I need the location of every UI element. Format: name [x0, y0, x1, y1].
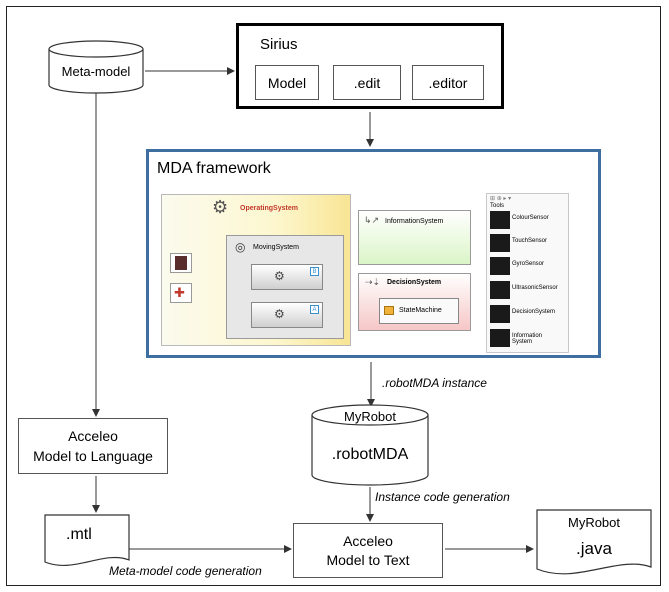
metamodel-code-generation-label: Meta-model code generation	[109, 564, 262, 578]
decision-system-label: DecisionSystem	[387, 279, 442, 286]
document-shape	[44, 514, 130, 567]
sirius-model-box: Model	[255, 65, 319, 100]
sirius-editor-box: .editor	[412, 65, 484, 100]
mtl-document: .mtl	[44, 514, 130, 570]
palette-toolbar: ⊞ ⊕ ▸ ▾	[490, 196, 512, 202]
palette-item-label: DecisionSystem	[512, 309, 556, 315]
gyro-sensor-icon	[490, 257, 510, 275]
palette-item-label: TouchSensor	[512, 238, 548, 244]
sirius-edit-label: .edit	[353, 74, 381, 91]
myrobot-file: .robotMDA	[331, 446, 409, 463]
acceleo-text-line2: Model to Text	[326, 552, 410, 568]
document-shape	[536, 509, 652, 575]
palette-item-label: UltrasonicSensor	[512, 285, 558, 291]
palette-item-label: ColourSensor	[512, 215, 549, 221]
ultrasonic-sensor-icon	[490, 281, 510, 299]
information-system-node: ↳↗ InformationSystem	[358, 210, 471, 265]
mda-framework-panel: MDA framework ⚙ OperatingSystem ✚ ◎ Movi…	[146, 149, 601, 358]
sirius-title: Sirius	[260, 36, 298, 53]
moving-system-node: ◎ MovingSystem ⚙ B ⚙ A	[226, 235, 344, 339]
link-icon: ↳↗	[364, 215, 380, 225]
motor-badge-b: B	[310, 267, 319, 276]
palette-header: Tools	[490, 203, 505, 209]
moving-system-label: MovingSystem	[253, 244, 299, 251]
sensor-icon	[175, 256, 187, 270]
wheel-icon: ◎	[235, 240, 246, 254]
motor-icon: ⚙	[274, 269, 285, 283]
branch-icon: ⇢⇣	[365, 277, 381, 287]
palette-item-label: Information System	[512, 333, 543, 345]
acceleo-model-to-language-box: Acceleo Model to Language	[18, 418, 168, 474]
sirius-box: Sirius Model .edit .editor	[236, 23, 504, 109]
metamodel-label: Meta-model	[61, 64, 131, 79]
robotmda-instance-label: .robotMDA instance	[382, 376, 487, 390]
motor-b-node: ⚙ B	[251, 264, 323, 290]
colour-sensor-node	[170, 253, 192, 273]
palette-item-label: GyroSensor	[512, 261, 545, 267]
mtl-label: .mtl	[66, 526, 92, 543]
information-system-label: InformationSystem	[385, 218, 444, 225]
metamodel-cylinder: Meta-model	[48, 40, 144, 94]
acceleo-language-line1: Acceleo	[68, 428, 118, 444]
information-system-icon	[490, 329, 510, 347]
state-machine-label: StateMachine	[399, 307, 442, 314]
myrobot-name: MyRobot	[343, 409, 397, 424]
motor-badge-a: A	[310, 305, 319, 314]
java-document-name: MyRobot	[567, 515, 621, 530]
mda-title: MDA framework	[157, 160, 271, 177]
operating-system-label: OperatingSystem	[240, 205, 298, 212]
touch-sensor-node: ✚	[170, 283, 192, 303]
sirius-edit-box: .edit	[333, 65, 401, 100]
tools-palette: ⊞ ⊕ ▸ ▾ Tools ColourSensor TouchSensor G…	[486, 193, 569, 353]
gears-icon: ⚙	[212, 197, 229, 217]
cylinder-shape	[48, 40, 144, 94]
state-machine-node: StateMachine	[379, 298, 459, 324]
acceleo-language-line2: Model to Language	[33, 448, 153, 464]
java-document-ext: .java	[576, 539, 612, 558]
operating-system-node: ⚙ OperatingSystem ✚ ◎ MovingSystem ⚙ B ⚙…	[161, 194, 351, 346]
touch-sensor-icon	[490, 234, 510, 252]
state-icon	[384, 306, 394, 315]
myrobot-cylinder: MyRobot .robotMDA	[311, 404, 429, 486]
cylinder-shape	[311, 404, 429, 486]
diagram-frame	[6, 6, 661, 586]
acceleo-model-to-text-box: Acceleo Model to Text	[293, 523, 443, 578]
decision-system-node: ⇢⇣ DecisionSystem StateMachine	[358, 273, 471, 331]
colour-sensor-icon	[490, 211, 510, 229]
sirius-editor-label: .editor	[428, 74, 468, 91]
touch-sensor-icon: ✚	[174, 285, 185, 300]
motor-icon: ⚙	[274, 307, 285, 321]
sirius-model-label: Model	[267, 74, 307, 91]
java-document: MyRobot .java	[536, 509, 652, 579]
instance-code-generation-label: Instance code generation	[375, 490, 510, 504]
decision-system-icon	[490, 305, 510, 323]
motor-a-node: ⚙ A	[251, 302, 323, 328]
acceleo-text-line1: Acceleo	[343, 533, 393, 549]
